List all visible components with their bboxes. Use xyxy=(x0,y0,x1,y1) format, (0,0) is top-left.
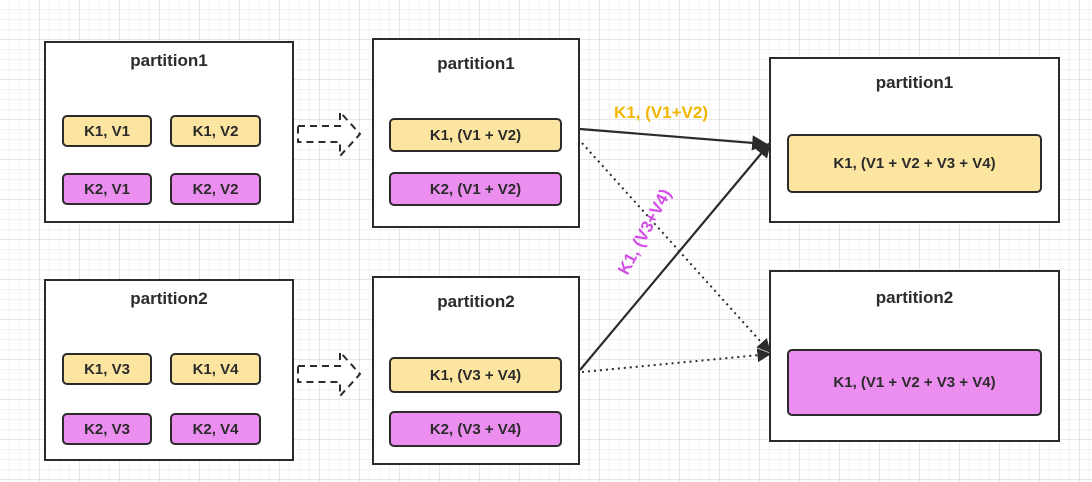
stage2-p1-item-k2: K2, (V1 + V2) xyxy=(389,172,562,206)
stage2-partition1-title: partition1 xyxy=(437,54,515,73)
dashed-block-arrow-bottom xyxy=(297,349,362,399)
stage2-p1-item-k1: K1, (V1 + V2) xyxy=(389,118,562,152)
stage2-partition2-title: partition2 xyxy=(437,292,515,311)
stage3-partition2-title: partition2 xyxy=(875,288,954,307)
edge-label-top: K1, (V1+V2) xyxy=(614,103,709,122)
dotted-arrow-bottom xyxy=(581,348,772,373)
stage1-partition2-title: partition2 xyxy=(130,289,208,308)
dotted-arrow-cross xyxy=(581,142,771,354)
stage2-p2-item-k2: K2, (V3 + V4) xyxy=(389,411,562,447)
dashed-block-arrow-top xyxy=(297,109,362,159)
stage1-p1-item-k1-v1: K1, V1 xyxy=(62,115,152,147)
stage1-p1-item-k2-v2: K2, V2 xyxy=(170,173,261,205)
stage2-p2-item-k1: K1, (V3 + V4) xyxy=(389,357,562,393)
stage1-p1-item-k1-v2: K1, V2 xyxy=(170,115,261,147)
stage1-p1-item-k2-v1: K2, V1 xyxy=(62,173,152,205)
stage3-p1-item-k1: K1, (V1 + V2 + V3 + V4) xyxy=(787,134,1042,193)
stage1-partition1-title: partition1 xyxy=(130,51,208,70)
stage1-p2-item-k1-v4: K1, V4 xyxy=(170,353,261,385)
stage1-p2-item-k2-v3: K2, V3 xyxy=(62,413,152,445)
stage1-p2-item-k1-v3: K1, V3 xyxy=(62,353,152,385)
stage3-partition1-title: partition1 xyxy=(875,73,954,92)
solid-arrow-top xyxy=(579,127,768,151)
stage1-p2-item-k2-v4: K2, V4 xyxy=(170,413,261,445)
stage3-p2-item-k1: K1, (V1 + V2 + V3 + V4) xyxy=(787,349,1042,416)
solid-arrow-diagonal xyxy=(579,141,771,371)
